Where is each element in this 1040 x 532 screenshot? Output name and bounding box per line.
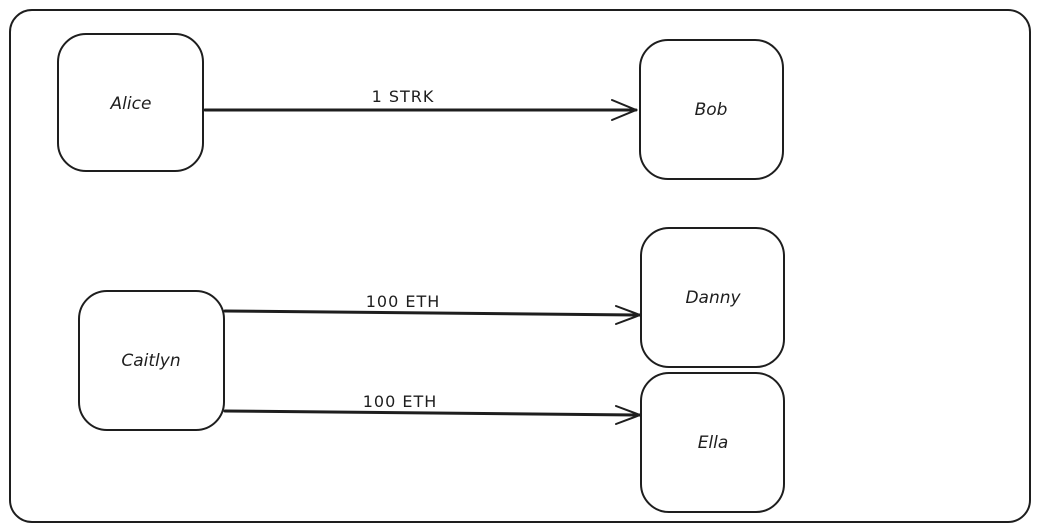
node-alice-label: Alice bbox=[110, 94, 152, 114]
edge-alice-bob: 1 STRK bbox=[203, 87, 638, 121]
node-bob[interactable]: Bob bbox=[639, 39, 784, 180]
node-alice-box bbox=[57, 33, 204, 172]
node-bob-box bbox=[639, 39, 784, 180]
node-danny[interactable]: Danny bbox=[640, 227, 785, 368]
edge-alice-bob-arrowhead bbox=[611, 99, 637, 121]
edge-caitlyn-danny: 100 ETH bbox=[223, 292, 642, 325]
node-caitlyn-box bbox=[78, 290, 225, 431]
node-caitlyn[interactable]: Caitlyn bbox=[78, 290, 225, 431]
node-alice[interactable]: Alice bbox=[57, 33, 204, 172]
edge-caitlyn-danny-label: 100 ETH bbox=[366, 292, 441, 311]
edge-caitlyn-ella-line bbox=[223, 409, 642, 417]
node-caitlyn-label: Caitlyn bbox=[121, 351, 180, 371]
node-ella[interactable]: Ella bbox=[640, 372, 785, 513]
node-ella-label: Ella bbox=[698, 433, 729, 453]
edge-caitlyn-ella-label: 100 ETH bbox=[363, 392, 438, 411]
node-danny-box bbox=[640, 227, 785, 368]
edge-caitlyn-danny-line bbox=[223, 309, 642, 317]
edge-alice-bob-label: 1 STRK bbox=[372, 87, 435, 106]
node-ella-box bbox=[640, 372, 785, 513]
node-danny-label: Danny bbox=[685, 288, 741, 308]
node-bob-label: Bob bbox=[695, 100, 728, 120]
